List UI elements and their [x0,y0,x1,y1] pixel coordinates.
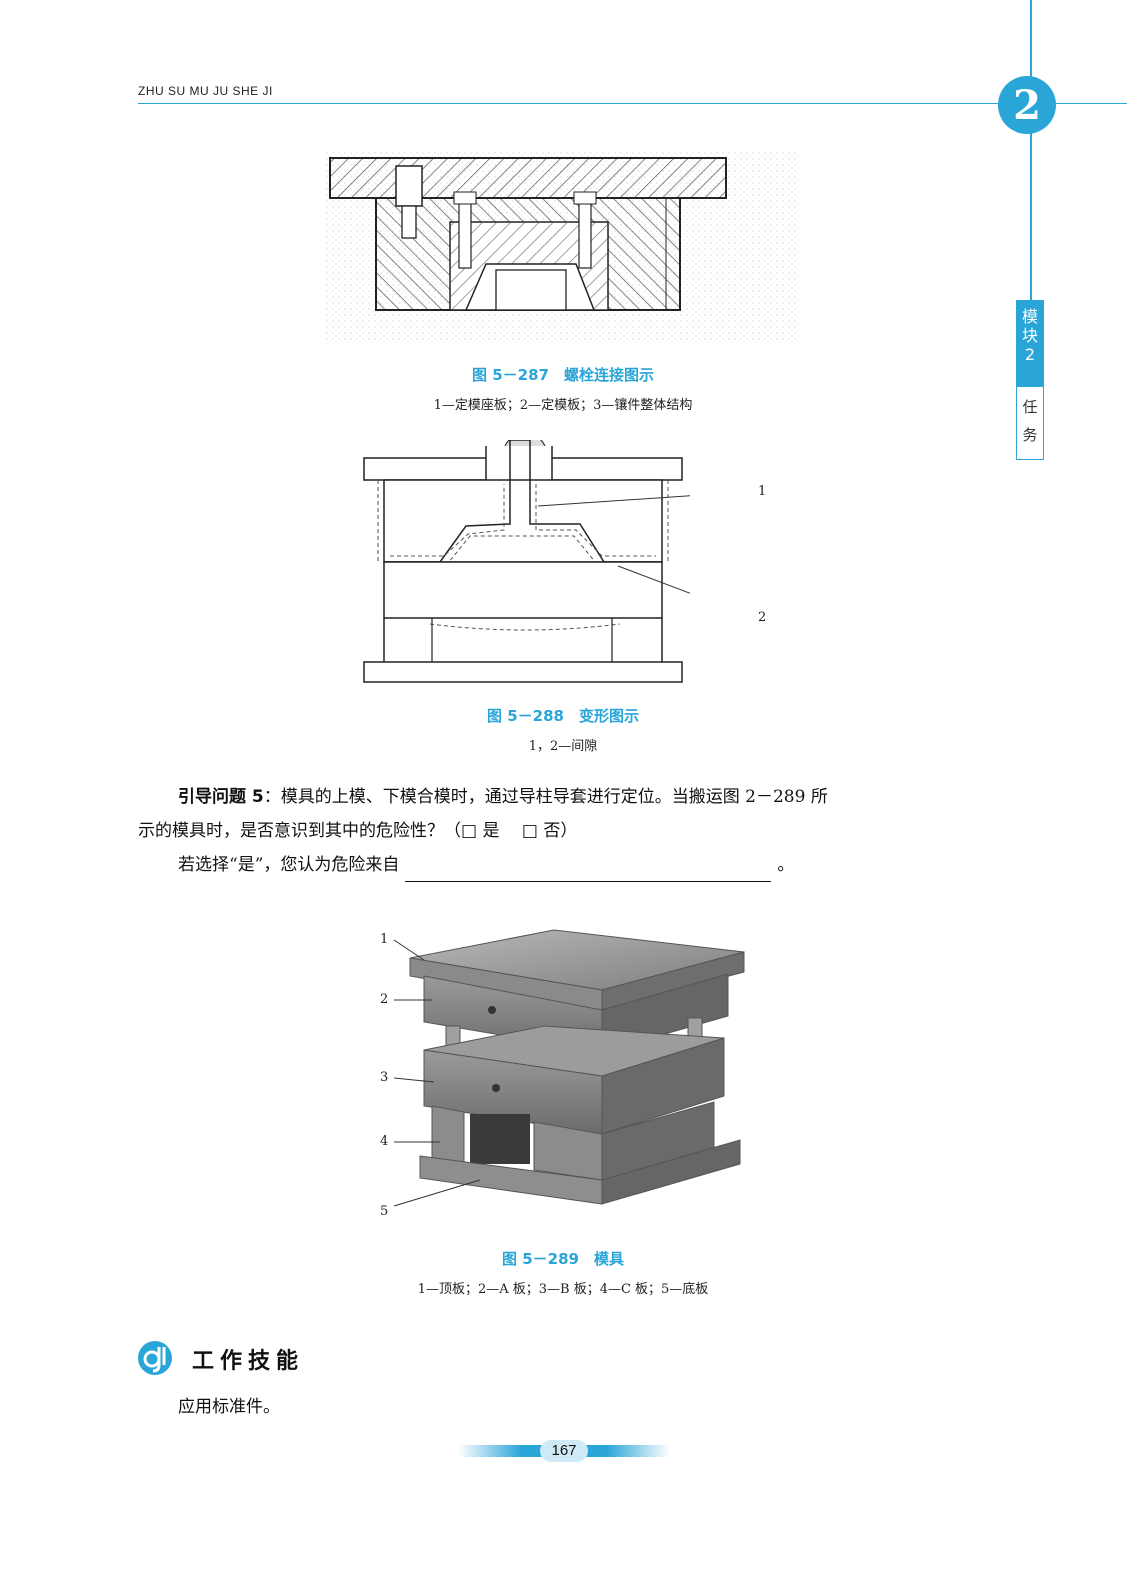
guiding-question-5: 引导问题 5：模具的上模、下模合模时，通过导柱导套进行定位。当搬运图 2－289… [138,780,1018,814]
chapter-badge: 2 [998,76,1056,134]
figure-287-caption: 1—定模座板；2—定模板；3—镶件整体结构 [433,398,693,413]
module-char-2: 块 [1021,326,1038,345]
figure-289-callout-1: 1 [380,932,389,947]
task-char-2: 务 [1022,426,1038,444]
figure-289-callout-3: 3 [380,1070,389,1085]
work-skill-title: 工作技能 [192,1349,305,1374]
question-text-line1: ：模具的上模、下模合模时，通过导柱导套进行定位。当搬运图 2－289 所 [263,787,828,807]
answer-blank[interactable] [405,861,772,882]
work-skill-icon [138,1341,172,1375]
figure-289-title: 图 5－289 模具 [502,1250,624,1268]
figure-288-callout-2: 2 [758,610,767,625]
figure-289-photo [409,929,745,1205]
side-vertical-rule [1030,0,1032,300]
figure-288-caption: 1，2—间隙 [528,739,598,754]
module-char-1: 模 [1021,307,1038,326]
question-text-line2: 示的模具时，是否意识到其中的危险性？（□ 是 □ 否） [138,821,578,841]
figure-287-drawing [326,152,800,344]
followup-suffix: 。 [777,855,795,875]
side-module-tab: 模 块 2 任 务 [1016,300,1044,460]
followup-prefix: 若选择“是”，您认为危险来自 [178,855,400,875]
figure-288-drawing [363,440,690,683]
figure-289-caption: 1—顶板；2—A 板；3—B 板；4—C 板；5—底板 [417,1282,709,1297]
question-label: 引导问题 5 [178,787,264,807]
running-header: ZHU SU MU JU SHE JI [138,84,273,98]
figure-289-callout-2: 2 [380,992,389,1007]
task-label: 任 务 [1017,393,1043,449]
figure-289-callout-5: 5 [380,1204,389,1219]
header-rule [138,103,1127,104]
figure-289-leaders [393,939,481,1207]
question-followup: 若选择“是”，您认为危险来自 。 [178,848,1018,882]
figure-289-callout-4: 4 [380,1134,389,1149]
page-number: 167 [540,1440,588,1462]
task-char-1: 任 [1022,398,1038,416]
work-skill-body: 应用标准件。 [178,1397,280,1417]
module-char-3: 2 [1024,345,1036,364]
figure-287-title: 图 5－287 螺栓连接图示 [472,366,654,384]
figure-288-callout-1: 1 [758,484,767,499]
figure-288-title: 图 5－288 变形图示 [487,707,639,725]
module-label: 模 块 2 [1017,301,1043,387]
